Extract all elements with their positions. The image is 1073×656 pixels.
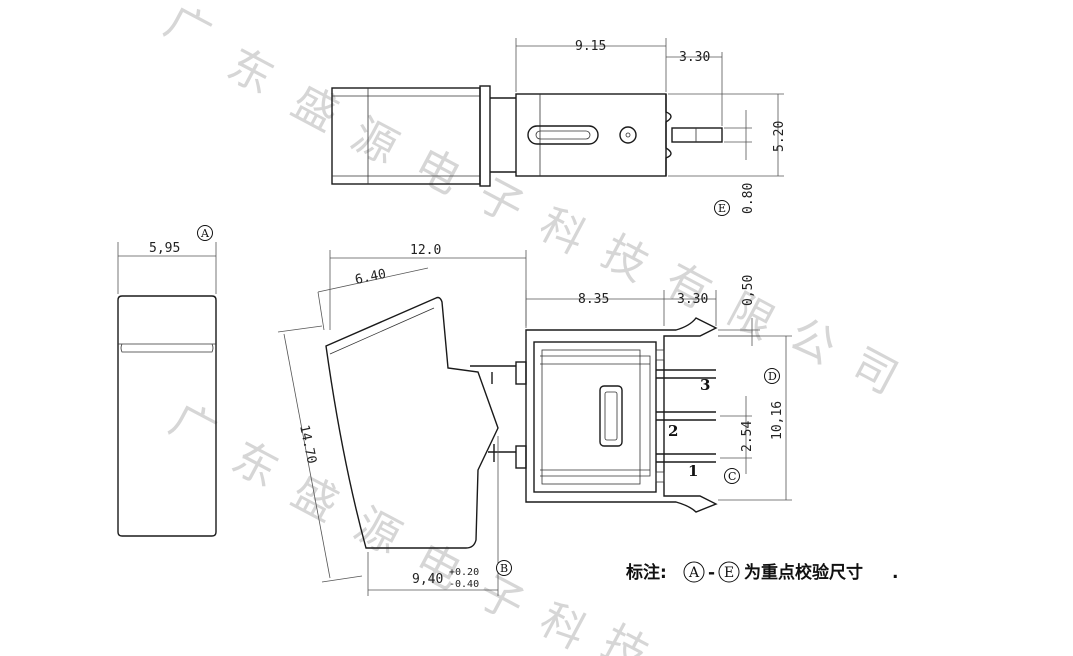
side-view: 5,95 A	[117, 225, 217, 537]
watermark: 广 东 盛 源 电 子 科 技 有 限 公 司 广 东 盛 源 电 子 科 技	[157, 0, 906, 656]
annotation-note: 标注: A - E 为重点校验尺寸 .	[626, 561, 898, 583]
dim-rocker-base: 9,40	[412, 572, 443, 587]
pin-label-2: 2	[668, 422, 678, 440]
marker-c	[724, 468, 740, 484]
dim-pin-thickness: 0,50	[741, 275, 756, 306]
marker-a-label: A	[200, 227, 210, 240]
pin-label-1: 1	[688, 462, 698, 480]
dim-body-height: 10,16	[770, 401, 785, 440]
watermark-char: 有	[657, 254, 720, 320]
watermark-char: 东	[219, 39, 282, 105]
note-prefix: 标注:	[626, 562, 667, 583]
watermark-char: 科	[531, 199, 594, 265]
dim-body-pin: 3.30	[677, 292, 708, 307]
marker-e-label: E	[718, 202, 726, 215]
marker-c-label: C	[728, 470, 736, 483]
watermark-char: 子	[469, 169, 532, 235]
watermark-char: 广	[157, 0, 220, 62]
note-marker-from-label: A	[688, 565, 700, 581]
dim-top-pin: 3.30	[679, 50, 710, 65]
watermark-char: 东	[224, 432, 287, 498]
note-marker-to-label: E	[724, 565, 734, 581]
dim-side-width: 5,95	[149, 241, 180, 256]
watermark-char: 技	[594, 226, 657, 292]
front-view: 3 2 1 12.0 6.40 14.70 9,40 +0.20 -0.40 B…	[277, 243, 792, 596]
dim-top-height: 5.20	[772, 121, 787, 152]
dim-body-width: 8.35	[578, 292, 609, 307]
marker-a	[197, 225, 213, 241]
dim-rocker-length: 14.70	[296, 424, 319, 465]
marker-d	[764, 368, 780, 384]
dim-rocker-partial: 6.40	[354, 267, 388, 288]
watermark-char: 公	[781, 309, 844, 375]
watermark-char: 科	[532, 594, 595, 656]
marker-b	[496, 560, 512, 576]
dim-rocker-tol-plus: +0.20	[449, 567, 479, 578]
dim-rocker-tol-minus: -0.40	[449, 579, 479, 590]
watermark-char: 司	[843, 339, 906, 405]
marker-b-label: B	[500, 562, 508, 575]
watermark-char: 广	[162, 394, 225, 460]
watermark-char: 源	[343, 109, 406, 175]
note-marker-to	[718, 561, 740, 583]
pin-label-3: 3	[700, 376, 710, 394]
note-dot: .	[892, 563, 898, 583]
dim-top-width: 9.15	[575, 39, 606, 54]
note-suffix: 为重点校验尺寸	[744, 562, 863, 583]
marker-d-label: D	[768, 370, 777, 383]
dim-pin-pitch: 2.54	[740, 421, 755, 452]
note-marker-from	[683, 561, 705, 583]
watermark-char: 电	[406, 139, 469, 205]
dim-rocker-total: 12.0	[410, 243, 441, 258]
note-dash: -	[708, 563, 715, 583]
dim-top-pin-thickness: 0.80	[741, 183, 756, 214]
watermark-char: 盛	[284, 76, 347, 142]
watermark-char: 技	[594, 616, 657, 656]
top-view: 9.15 3.30 5.20 0.80 E	[331, 38, 787, 216]
marker-e	[714, 200, 730, 216]
